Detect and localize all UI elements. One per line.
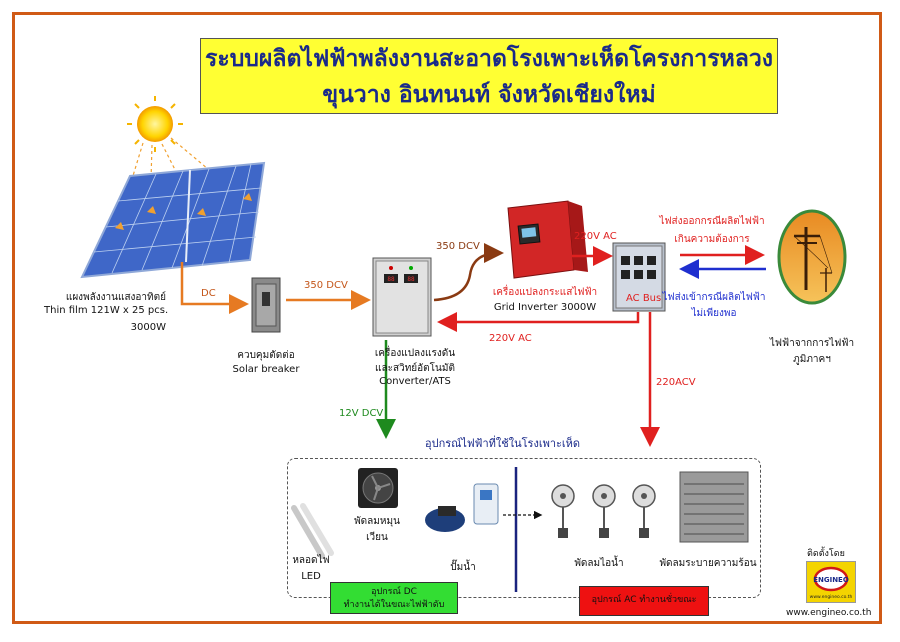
- grid-export-line1: ไฟส่งออกกรณีผลิตไฟฟ้า: [659, 216, 765, 227]
- grid-label-line1: ไฟฟ้าจากการไฟฟ้า: [769, 338, 855, 349]
- breaker-label-en: Solar breaker: [232, 364, 300, 375]
- inverter-label-th: เครื่องแปลงกระแสไฟฟ้า: [492, 287, 598, 298]
- grid-label-line2: ภูมิภาคฯ: [793, 354, 831, 365]
- breaker-label-th: ควบคุมตัดต่อ: [237, 350, 295, 361]
- website-label[interactable]: www.engineo.co.th: [786, 608, 872, 618]
- exhaust-fan-icon: [679, 471, 749, 543]
- pump-label: ปั๊มน้ำ: [450, 562, 476, 573]
- engineo-logo-mark: ENGINEO www.engineo.co.th: [810, 566, 853, 600]
- diagram-title: ระบบผลิตไฟฟ้าพลังงานสะอาดโรงเพาะเห็ดโครง…: [200, 38, 778, 114]
- led-label-line2: LED: [301, 571, 321, 582]
- logo-text: ENGINEO: [813, 576, 849, 584]
- engineo-logo: ENGINEO www.engineo.co.th: [806, 561, 856, 603]
- solar-label-spec: Thin film 121W x 25 pcs.: [44, 305, 169, 316]
- ac-bus-label: AC Bus: [626, 293, 662, 304]
- 350dcv-arrow-b: [433, 243, 504, 302]
- solar-panel-icon: [80, 161, 266, 279]
- grid-import-line2: ไม่เพียงพอ: [691, 308, 737, 319]
- converter-label-th2: และสวิทย์อัตโนมัติ: [375, 363, 455, 374]
- dc-equipment-badge: อุปกรณ์ DC ทำงานได้ในขณะไฟฟ้าดับ: [330, 582, 458, 614]
- converter-label-en: Converter/ATS: [379, 376, 451, 387]
- grid-export-line2: เกินความต้องการ: [674, 234, 750, 245]
- svg-text:88: 88: [407, 276, 415, 283]
- svg-text:88: 88: [387, 276, 395, 283]
- title-line-2: ขุนวาง อินทนนท์ จังหวัดเชียงใหม่: [322, 82, 656, 108]
- utility-grid-icon: [777, 209, 847, 305]
- 220vac-arrow-back: [437, 312, 640, 332]
- inverter-icon: [507, 200, 588, 279]
- equipment-heading: อุปกรณ์ไฟฟ้าที่ใช้ในโรงเพาะเห็ด: [425, 437, 581, 450]
- converter-cabinet-icon: 88 88: [372, 257, 432, 337]
- ac-bus-panel-icon: [612, 242, 666, 312]
- logo-url: www.engineo.co.th: [810, 594, 853, 600]
- equipment-box: [287, 458, 761, 598]
- title-line-1: ระบบผลิตไฟฟ้าพลังงานสะอาดโรงเพาะเห็ดโครง…: [205, 46, 773, 72]
- 350dcv-label-a: 350 DCV: [304, 280, 348, 291]
- ac-equipment-badge: อุปกรณ์ AC ทำงานชั่วขณะ: [579, 586, 709, 616]
- dc-arrow: [180, 262, 249, 314]
- led-tube-icon: [291, 503, 334, 559]
- 220vac-label-back: 220V AC: [489, 333, 532, 344]
- dc-badge-line2: ทำงานได้ในขณะไฟฟ้าดับ: [343, 600, 445, 610]
- exhaust-fan-label: พัดลมระบายความร้อน: [659, 558, 757, 569]
- 220acv-label: 220ACV: [656, 377, 696, 388]
- solar-label-power: 3000W: [130, 322, 166, 333]
- 220vac-label-top: 220V AC: [574, 231, 617, 242]
- circ-fan-label-line1: พัดลมหมุน: [354, 516, 400, 527]
- grid-import-line1: ไฟส่งเข้ากรณีผลิตไฟฟ้า: [662, 292, 766, 303]
- circ-fan-label-line2: เวียน: [366, 532, 388, 543]
- mist-fan-label: พัดลมไอน้ำ: [574, 558, 624, 569]
- mist-fan-icon: [551, 484, 656, 538]
- led-label-line1: หลอดไฟ: [292, 555, 330, 566]
- water-pump-icon: [425, 483, 499, 532]
- breaker-icon: [251, 277, 281, 333]
- installed-by-label: ติดตั้งโดย: [807, 549, 845, 559]
- 12vdcv-label: 12V DCV: [339, 408, 384, 419]
- solar-label-th: แผงพลังงานแสงอาทิตย์: [65, 292, 166, 303]
- converter-label-th1: เครื่องแปลงแรงดัน: [374, 348, 456, 359]
- dc-label: DC: [201, 288, 216, 299]
- circulating-fan-icon: [358, 468, 398, 508]
- 350dcv-label-b: 350 DCV: [436, 241, 480, 252]
- inverter-label-en: Grid Inverter 3000W: [493, 302, 597, 313]
- dc-badge-line1: อุปกรณ์ DC: [371, 587, 417, 597]
